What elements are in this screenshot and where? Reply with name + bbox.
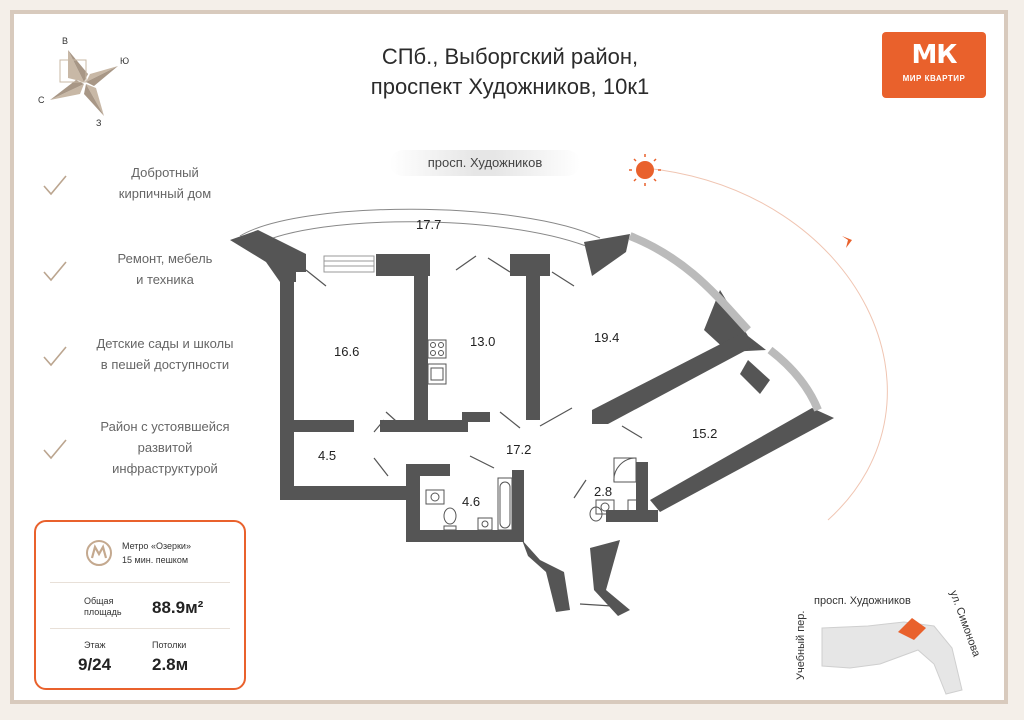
compass-east: Ю — [120, 56, 129, 66]
compass-south: З — [96, 118, 101, 128]
page-title: СПб., Выборгский район, проспект Художни… — [300, 42, 720, 102]
room-area-balcony: 17.7 — [416, 217, 441, 232]
logo-name: МИР КВАРТИР — [902, 74, 966, 83]
compass-north: В — [62, 36, 68, 46]
feature-line: инфраструктурой — [112, 461, 218, 476]
map-street-left: Учебный пер. — [795, 611, 807, 680]
title-line-1: СПб., Выборгский район, — [381, 44, 639, 69]
compass-west: С — [38, 95, 45, 105]
door-swings — [305, 255, 643, 607]
floor-value: 9/24 — [78, 655, 112, 674]
check-icon — [43, 439, 67, 460]
shower-icon — [613, 457, 643, 513]
bathtub-icon — [497, 477, 513, 531]
sun-icon — [629, 154, 661, 186]
sink-icon — [425, 489, 615, 531]
logo-mark: МК — [911, 40, 957, 70]
feature-line: развитой — [137, 440, 193, 455]
divider — [50, 628, 230, 629]
map-street-top: просп. Художников — [814, 595, 911, 607]
compass-rose-icon: В Ю З С — [38, 36, 129, 128]
feature-text: Добротный кирпичный дом — [90, 162, 240, 204]
feature-line: Ремонт, мебель — [117, 251, 213, 266]
balcony-outline — [239, 208, 601, 247]
feature-line: Район с устоявшейся — [100, 419, 230, 434]
check-icon — [43, 261, 67, 282]
moon-icon — [814, 512, 826, 536]
location-map: просп. Художников Учебный пер. ул. Симон… — [795, 589, 983, 695]
metro-walk-time: 15 мин. пешком — [122, 555, 189, 565]
area-label-line: Общая — [84, 596, 114, 606]
room-area-hall: 17.2 — [506, 442, 531, 457]
street-tag: просп. Художников — [390, 150, 580, 176]
metro-name: Метро «Озерки» — [122, 541, 191, 551]
area-label: Общая площадь — [84, 596, 122, 618]
feature-text: Ремонт, мебель и техника — [90, 248, 240, 290]
kitchen-sink-icon — [427, 363, 447, 385]
room-area-left: 16.6 — [334, 344, 359, 359]
metro-icon — [86, 540, 112, 566]
feature-text: Детские сады и школы в пешей доступности — [90, 333, 240, 375]
stove-icon — [427, 339, 447, 359]
feature-line: Добротный — [131, 165, 199, 180]
room-area-closet: 4.5 — [318, 448, 336, 463]
brand-logo[interactable]: МК МИР КВАРТИР — [882, 32, 986, 98]
info-card: Метро «Озерки» 15 мин. пешком Общая площ… — [34, 520, 246, 690]
sun-path-arc — [644, 167, 888, 521]
area-value: 88.9м² — [152, 598, 204, 617]
room-area-bathroom: 4.6 — [462, 494, 480, 509]
ceiling-label: Потолки — [152, 640, 187, 650]
feature-line: в пешей доступности — [100, 357, 230, 372]
check-icon — [43, 175, 67, 196]
feature-line: кирпичный дом — [118, 186, 212, 201]
feature-line: и техника — [136, 272, 194, 287]
area-label-line: площадь — [84, 607, 122, 617]
room-area-kitchen: 13.0 — [470, 334, 495, 349]
feature-text: Район с устоявшейся развитой инфраструкт… — [90, 416, 240, 479]
title-line-2: проспект Художников, 10к1 — [370, 74, 650, 99]
room-area-center: 19.4 — [594, 330, 619, 345]
building-highlight — [898, 618, 926, 640]
check-icon — [43, 346, 67, 367]
divider — [50, 582, 230, 583]
ceiling-value: 2.8м — [152, 655, 189, 674]
floor-label: Этаж — [84, 640, 106, 650]
feature-line: Детские сады и школы — [96, 336, 234, 351]
arrow-icon — [842, 236, 852, 248]
window-markers — [323, 232, 822, 412]
room-area-wc: 2.8 — [594, 484, 612, 499]
floor-plan-walls — [230, 230, 834, 616]
room-area-right: 15.2 — [692, 426, 717, 441]
